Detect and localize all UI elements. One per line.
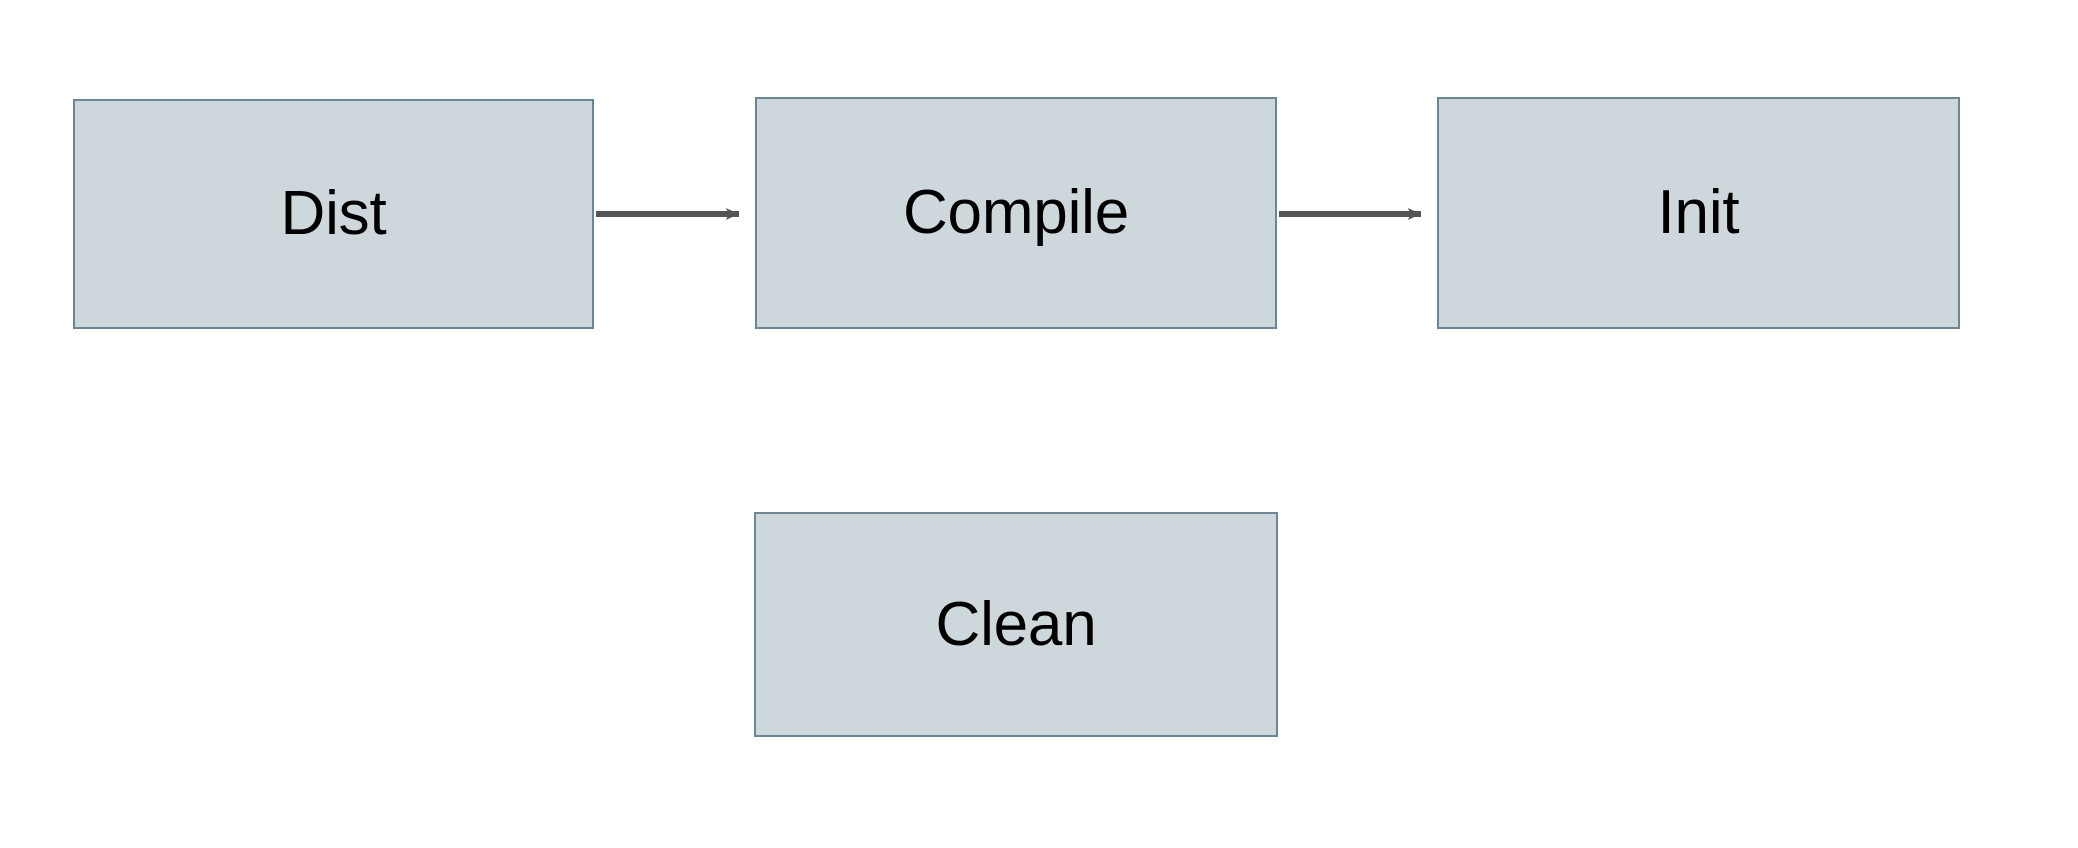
node-clean[interactable]: Clean	[754, 512, 1278, 737]
node-label: Clean	[935, 589, 1097, 659]
node-compile[interactable]: Compile	[755, 97, 1277, 329]
node-label: Compile	[902, 178, 1129, 247]
node-dist[interactable]: Dist	[73, 99, 594, 329]
node-label: Init	[1657, 178, 1740, 247]
node-init[interactable]: Init	[1437, 97, 1960, 329]
node-label: Dist	[280, 179, 387, 248]
